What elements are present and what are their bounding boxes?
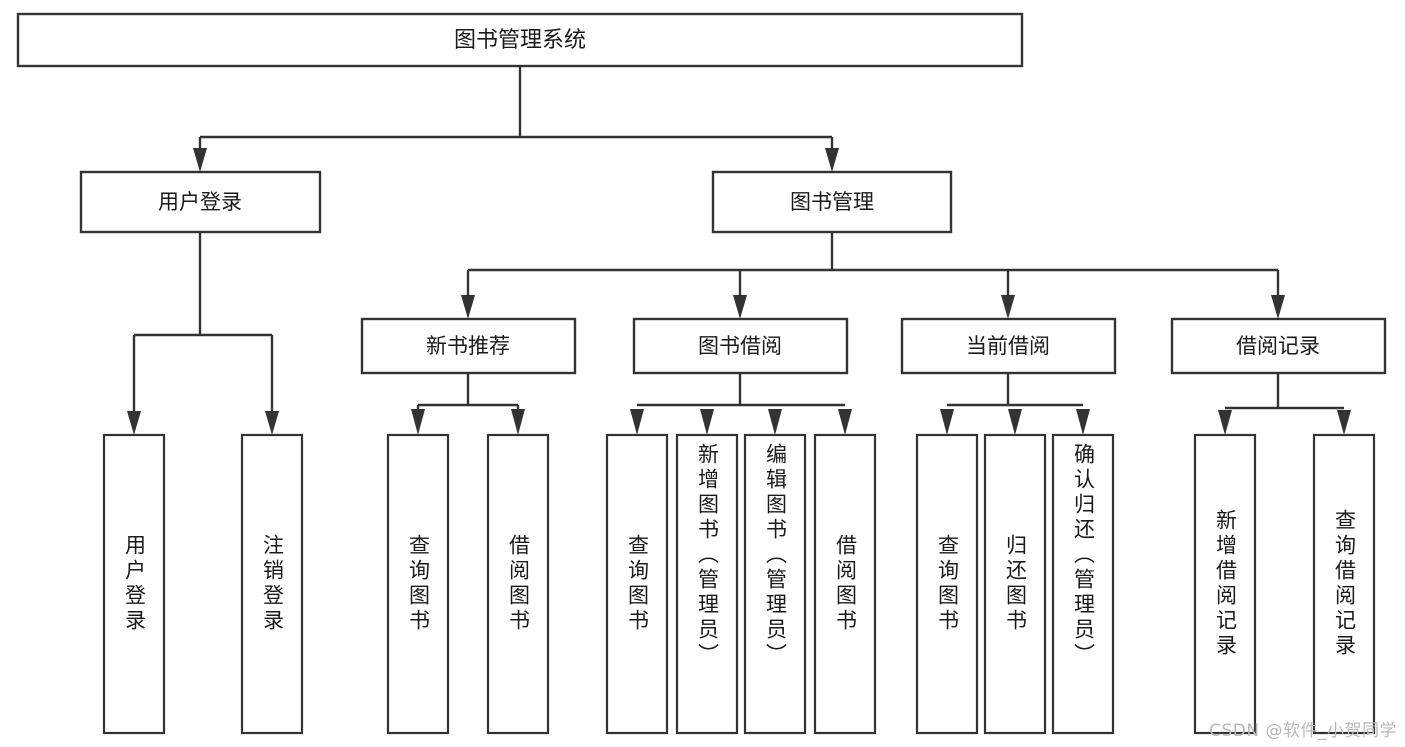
- arrow-head-to-borrow-record: [1271, 295, 1285, 319]
- csdn-watermark: CSDN @软件_小贺同学: [1209, 721, 1397, 741]
- node-user-login-label: 用户登录: [158, 190, 242, 214]
- node-root[interactable]: 图书管理系统: [16, 12, 1024, 68]
- node-current-borrow-box[interactable]: [900, 317, 1117, 375]
- arrow-head-leaf-current-borrow-3: [1076, 409, 1090, 435]
- arrow-head-to-book-borrow: [733, 295, 747, 319]
- arrow-head-leaf-new-book-2: [511, 409, 525, 435]
- node-borrow-record-box[interactable]: [1170, 317, 1387, 375]
- arrow-head-to-book-manage: [825, 148, 839, 172]
- leaf-box-layer: [102, 433, 1376, 735]
- arrow-head-leaf-current-borrow-2: [1008, 409, 1022, 435]
- node-borrow-record-label: 借阅记录: [1236, 334, 1320, 358]
- node-book-manage[interactable]: 图书管理: [711, 170, 953, 234]
- leaf-box-book-borrow-3[interactable]: [743, 433, 807, 735]
- arrow-head-to-user-login: [193, 148, 207, 172]
- arrow-head-leaf-user-login-1: [127, 411, 141, 435]
- arrow-head-to-current-borrow: [1001, 295, 1015, 319]
- node-new-book-recommend-box[interactable]: [360, 317, 577, 375]
- arrow-head-leaf-book-borrow-2: [700, 409, 714, 435]
- node-current-borrow[interactable]: 当前借阅: [900, 317, 1117, 375]
- arrow-head-leaf-book-borrow-4: [838, 409, 852, 435]
- leaf-box-user-login-1[interactable]: [102, 433, 166, 735]
- node-book-borrow-box[interactable]: [632, 317, 849, 375]
- node-root-label: 图书管理系统: [454, 28, 586, 53]
- leaf-box-borrow-record-1[interactable]: [1193, 433, 1257, 735]
- leaf-box-new-book-2[interactable]: [486, 433, 550, 735]
- arrow-head-leaf-new-book-1: [411, 409, 425, 435]
- arrow-head-to-new-book: [461, 295, 475, 319]
- leaf-box-current-borrow-1[interactable]: [915, 433, 979, 735]
- node-book-borrow-label: 图书借阅: [698, 334, 782, 358]
- node-book-manage-label: 图书管理: [790, 190, 874, 214]
- node-user-login[interactable]: 用户登录: [79, 170, 322, 234]
- leaf-box-user-login-2[interactable]: [240, 433, 304, 735]
- leaf-box-book-borrow-1[interactable]: [605, 433, 669, 735]
- node-new-book-recommend[interactable]: 新书推荐: [360, 317, 577, 375]
- node-new-book-recommend-label: 新书推荐: [426, 334, 510, 358]
- node-book-manage-box[interactable]: [711, 170, 953, 234]
- leaf-box-book-borrow-4[interactable]: [813, 433, 877, 735]
- connector-layer: [127, 66, 1351, 435]
- arrow-head-leaf-borrow-record-1: [1218, 410, 1232, 435]
- arrow-head-leaf-book-borrow-1: [630, 409, 644, 435]
- leaf-box-current-borrow-3[interactable]: [1051, 433, 1115, 735]
- arrow-head-leaf-current-borrow-1: [940, 409, 954, 435]
- leaf-box-new-book-1[interactable]: [386, 433, 450, 735]
- node-user-login-box[interactable]: [79, 170, 322, 234]
- arrow-head-leaf-user-login-2: [265, 411, 279, 435]
- node-root-box[interactable]: [16, 12, 1024, 68]
- node-borrow-record[interactable]: 借阅记录: [1170, 317, 1387, 375]
- node-current-borrow-label: 当前借阅: [966, 334, 1050, 358]
- node-book-borrow[interactable]: 图书借阅: [632, 317, 849, 375]
- leaf-box-borrow-record-2[interactable]: [1312, 433, 1376, 735]
- arrow-head-leaf-borrow-record-2: [1337, 410, 1351, 435]
- leaf-box-book-borrow-2[interactable]: [675, 433, 739, 735]
- leaf-box-current-borrow-2[interactable]: [983, 433, 1047, 735]
- arrow-head-leaf-book-borrow-3: [768, 409, 782, 435]
